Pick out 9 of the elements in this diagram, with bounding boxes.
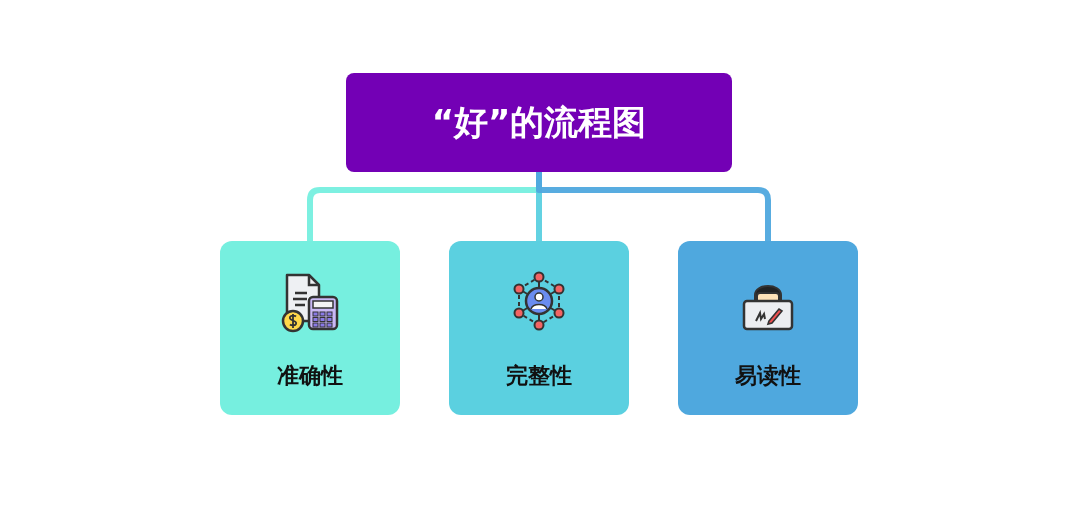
title-box bbox=[346, 73, 732, 172]
title-text: “好”的流程图 bbox=[431, 100, 647, 144]
card-label: 准确性 bbox=[277, 362, 343, 390]
card-label: 完整性 bbox=[506, 362, 572, 390]
category-card bbox=[449, 241, 629, 415]
connector-line bbox=[536, 172, 771, 241]
category-card bbox=[220, 241, 400, 415]
category-card bbox=[678, 241, 858, 415]
card-label: 易读性 bbox=[735, 362, 801, 390]
